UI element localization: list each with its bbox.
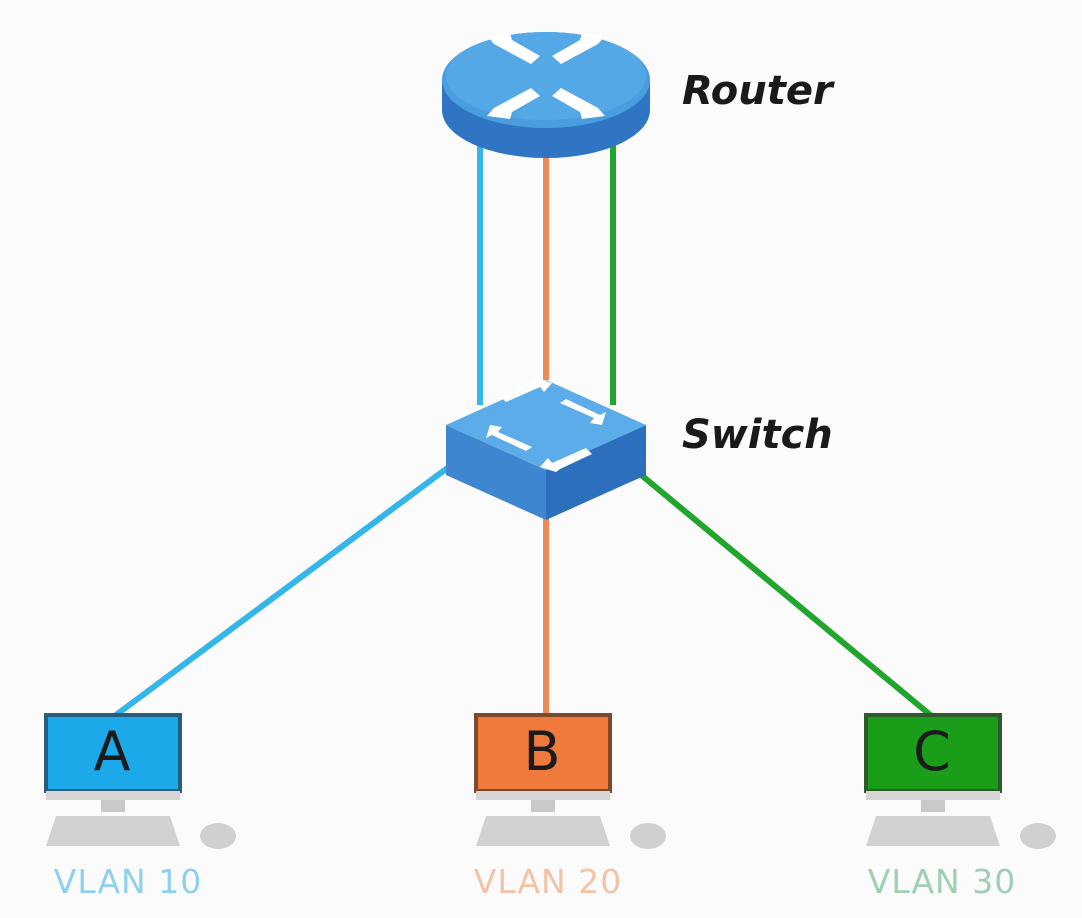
host-b-vlan-label: VLAN 20 [473, 862, 623, 901]
host-a-letter: A [93, 720, 131, 783]
access-link-vlan30 [638, 471, 936, 721]
host-c-letter: C [913, 720, 951, 783]
host-b-computer-icon [474, 713, 666, 849]
access-link-vlan10 [110, 463, 452, 721]
router-icon [442, 32, 650, 158]
host-c-computer-icon [864, 713, 1056, 849]
switch-label: Switch [682, 412, 833, 458]
host-c-vlan-label: VLAN 30 [867, 862, 1017, 901]
host-a-computer-icon [44, 713, 236, 849]
host-b-letter: B [523, 720, 561, 783]
router-label: Router [682, 68, 833, 114]
host-a-vlan-label: VLAN 10 [53, 862, 203, 901]
switch-icon [446, 378, 646, 520]
